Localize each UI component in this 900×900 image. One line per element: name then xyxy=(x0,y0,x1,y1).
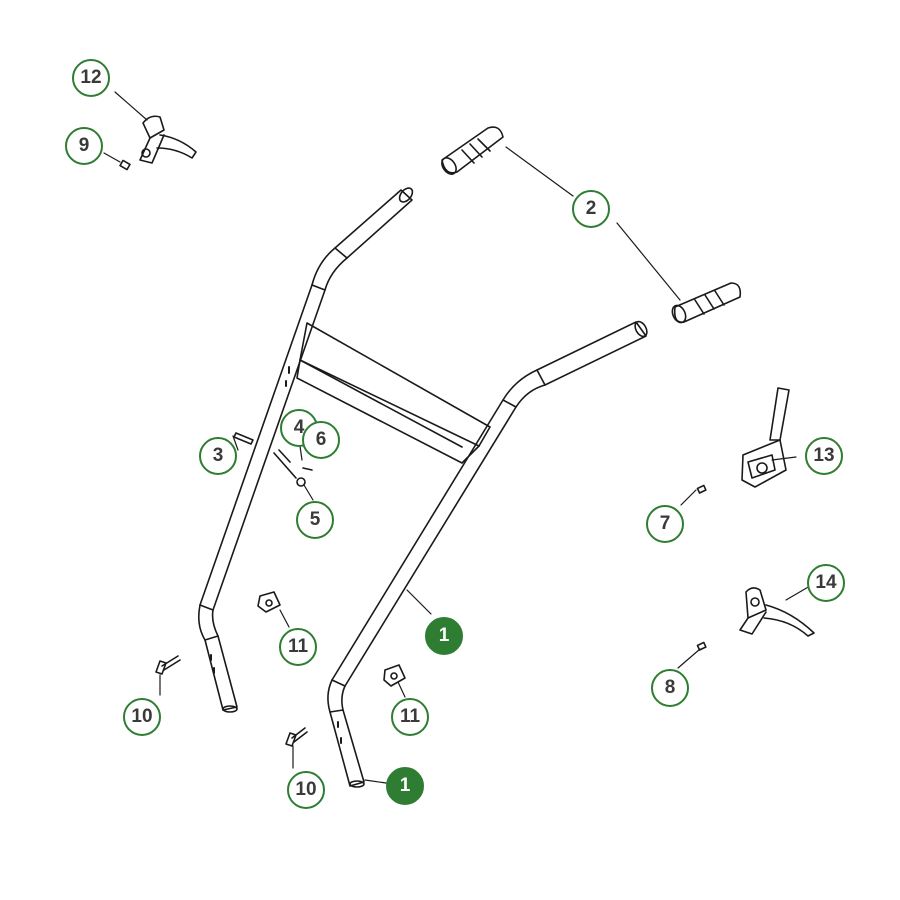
cross-plate xyxy=(296,322,491,464)
bolt-part-10-right xyxy=(285,727,308,747)
grip-upper xyxy=(441,126,504,175)
lever-part-14 xyxy=(739,587,815,637)
hardware-parts-3-6 xyxy=(233,432,313,487)
callout-10-right[interactable]: 10 xyxy=(287,771,325,809)
callout-11-left[interactable]: 11 xyxy=(279,628,317,666)
callout-12[interactable]: 12 xyxy=(72,59,110,97)
screw-part-8 xyxy=(696,641,707,651)
handle-left-tube xyxy=(198,187,414,713)
tube-holes xyxy=(210,366,342,744)
handle-right-tube xyxy=(327,320,648,788)
screw-part-7 xyxy=(696,484,707,494)
callout-5[interactable]: 5 xyxy=(296,501,334,539)
bolt-part-10-left xyxy=(155,655,181,675)
callout-7[interactable]: 7 xyxy=(646,505,684,543)
grip-lower xyxy=(671,282,742,324)
callout-6[interactable]: 6 xyxy=(302,421,340,459)
callout-1-upper[interactable]: 1 xyxy=(425,617,463,655)
lever-part-13 xyxy=(741,387,790,488)
knob-part-11-right xyxy=(383,664,406,687)
callout-2[interactable]: 2 xyxy=(572,190,610,228)
callout-3[interactable]: 3 xyxy=(199,437,237,475)
callout-1-lower[interactable]: 1 xyxy=(386,767,424,805)
callout-13[interactable]: 13 xyxy=(805,437,843,475)
screw-part-9 xyxy=(119,159,131,171)
callout-8[interactable]: 8 xyxy=(651,669,689,707)
callout-9[interactable]: 9 xyxy=(65,127,103,165)
callout-11-right[interactable]: 11 xyxy=(391,698,429,736)
callout-14[interactable]: 14 xyxy=(807,564,845,602)
lever-part-12 xyxy=(139,115,197,164)
leader-lines xyxy=(103,91,811,784)
knob-part-11-left xyxy=(257,591,281,613)
callout-10-left[interactable]: 10 xyxy=(123,698,161,736)
